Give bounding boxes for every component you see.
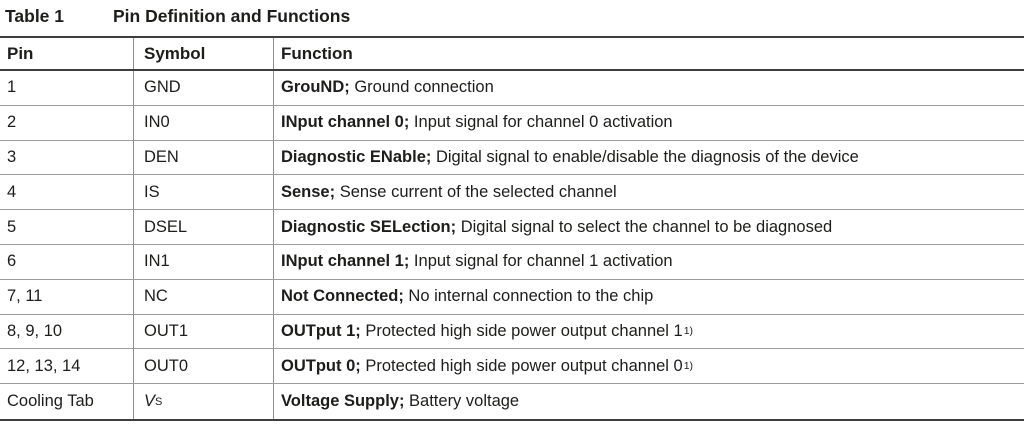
function-name: Voltage Supply; xyxy=(281,392,405,411)
symbol-cell: DSEL xyxy=(133,210,273,244)
function-cell: OUTput 1; Protected high side power outp… xyxy=(273,314,1024,349)
symbol-cell: IN0 xyxy=(133,105,273,140)
function-name: Not Connected; xyxy=(281,287,404,306)
function-cell: Diagnostic SELection; Digital signal to … xyxy=(273,210,1024,244)
function-name: INput channel 0; xyxy=(281,113,410,132)
pin-cell: 4 xyxy=(7,182,17,201)
function-cell: Voltage Supply; Battery voltage xyxy=(273,384,1024,419)
pin-cell: 2 xyxy=(7,113,17,132)
symbol-cell: GND xyxy=(133,71,273,105)
pin-cell: 12, 13, 14 xyxy=(7,356,81,375)
symbol-cell: IS xyxy=(133,175,273,210)
function-description: Sense current of the selected channel xyxy=(335,182,617,201)
table-caption: Table 1 Pin Definition and Functions xyxy=(0,0,1035,36)
pin-cell: 6 xyxy=(7,252,17,271)
function-name: OUTput 1; xyxy=(281,321,361,340)
function-cell: Not Connected; No internal connection to… xyxy=(273,279,1024,314)
symbol-letter: V xyxy=(144,392,156,411)
function-description: Digital signal to select the channel to … xyxy=(456,217,833,236)
function-description: Input signal for channel 0 activation xyxy=(409,113,673,132)
function-description: No internal connection to the chip xyxy=(403,287,654,306)
function-description: Digital signal to enable/disable the dia… xyxy=(431,147,859,166)
function-description: Ground connection xyxy=(349,78,494,97)
pin-cell: 8, 9, 10 xyxy=(7,321,63,340)
symbol-cell: OUT0 xyxy=(133,349,273,384)
function-cell: Diagnostic ENable; Digital signal to ena… xyxy=(273,140,1024,175)
function-name: GrouND; xyxy=(281,78,350,97)
function-cell: Sense; Sense current of the selected cha… xyxy=(273,175,1024,210)
pin-cell: 5 xyxy=(7,217,17,236)
function-cell: INput channel 1; Input signal for channe… xyxy=(273,244,1024,279)
table-header-row: Pin Symbol Function xyxy=(0,38,1024,71)
pin-cell: 3 xyxy=(7,147,17,166)
pin-cell: 7, 11 xyxy=(7,287,43,306)
symbol-cell: DEN xyxy=(133,140,273,175)
pin-cell: Cooling Tab xyxy=(7,392,94,411)
function-name: Diagnostic ENable; xyxy=(281,147,432,166)
function-name: Diagnostic SELection; xyxy=(281,217,457,236)
function-cell: GrouND; Ground connection xyxy=(273,71,1024,105)
function-description: Protected high side power output channel… xyxy=(360,356,683,375)
function-cell: INput channel 0; Input signal for channe… xyxy=(273,105,1024,140)
column-header-pin: Pin xyxy=(7,43,34,63)
function-cell: OUTput 0; Protected high side power outp… xyxy=(273,349,1024,384)
function-name: OUTput 0; xyxy=(281,356,361,375)
function-name: Sense; xyxy=(281,182,336,201)
symbol-cell: OUT1 xyxy=(133,314,273,349)
table-caption-title: Pin Definition and Functions xyxy=(113,6,351,26)
table-caption-label: Table 1 xyxy=(5,6,65,26)
function-description: Input signal for channel 1 activation xyxy=(409,252,673,271)
pin-cell: 1 xyxy=(7,78,17,97)
symbol-cell: NC xyxy=(133,279,273,314)
column-header-symbol: Symbol xyxy=(133,38,273,69)
function-name: INput channel 1; xyxy=(281,252,410,271)
function-description: Battery voltage xyxy=(404,392,520,411)
function-description: Protected high side power output channel… xyxy=(360,321,683,340)
column-header-function: Function xyxy=(273,38,1024,69)
symbol-cell: IN1 xyxy=(133,244,273,279)
